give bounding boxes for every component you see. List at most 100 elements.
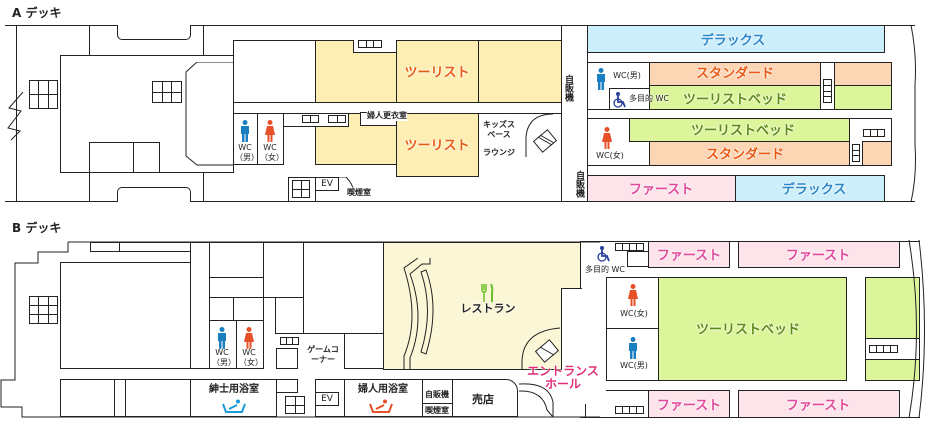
man-icon <box>597 68 605 90</box>
tourist-label: ツーリスト <box>404 138 470 154</box>
deluxe-room[interactable] <box>735 175 885 202</box>
room <box>263 242 304 298</box>
tourist-bed-room[interactable] <box>658 277 847 381</box>
bevel-room <box>185 62 233 166</box>
ev-label: EV <box>321 394 333 404</box>
lockers <box>615 243 644 251</box>
bow-outline <box>910 25 916 202</box>
tourist-room-lower[interactable] <box>396 113 479 177</box>
tourist-bed-room[interactable] <box>629 118 850 142</box>
man-icon <box>241 120 249 142</box>
smoking-room-label: 喫煙室 <box>347 188 371 197</box>
hull-line <box>5 25 915 26</box>
room <box>89 142 134 173</box>
room <box>133 142 160 173</box>
first-class-room[interactable] <box>738 390 900 418</box>
lockers <box>280 337 299 345</box>
wc-women-label: WC(女) <box>620 309 648 318</box>
lockers <box>358 40 382 48</box>
womens-bath[interactable] <box>344 379 423 417</box>
room <box>233 297 264 321</box>
room <box>303 242 387 334</box>
bath-icon <box>222 399 246 413</box>
deck-a-title: A デッキ <box>12 6 62 20</box>
elevator[interactable] <box>315 177 339 191</box>
wc-women-label: WC（女） <box>239 348 263 367</box>
womens-bath-label: 婦人用浴室 <box>358 384 408 395</box>
stairs <box>292 180 310 198</box>
wc-women-label: WC（女） <box>260 143 284 162</box>
tourist-bed-room[interactable] <box>649 85 821 110</box>
zigzag-break <box>7 92 24 141</box>
wc-men-label: WC(男) <box>620 361 648 370</box>
vending-smoking <box>422 379 453 417</box>
lounge-label: ラウンジ <box>483 148 515 157</box>
vending-machine-label: 自販機 <box>563 74 573 102</box>
room <box>275 297 304 334</box>
man-icon <box>218 327 226 349</box>
elevator[interactable] <box>315 392 339 406</box>
woman-icon <box>602 127 612 149</box>
wall <box>16 25 17 201</box>
kids-space-label: キッズスペース <box>483 120 515 139</box>
woman-icon <box>244 327 254 349</box>
room <box>344 333 384 369</box>
wc-men-label: WC（男） <box>212 348 236 367</box>
hull-line <box>5 201 915 202</box>
wc-women-label: WC(女) <box>596 151 624 160</box>
bow-outline <box>908 240 925 419</box>
room <box>90 242 191 252</box>
room <box>114 379 126 417</box>
first-class-room[interactable] <box>648 241 730 268</box>
shop[interactable] <box>452 379 518 417</box>
escalator-icon <box>518 383 561 418</box>
tourist-bed-room[interactable] <box>865 277 920 381</box>
multi-wc-label: 多目的 WC <box>584 265 626 274</box>
standard-room[interactable] <box>649 62 821 86</box>
tourist-label: ツーリスト <box>404 65 470 81</box>
standard-room[interactable] <box>649 141 850 166</box>
lockers <box>852 144 860 162</box>
standard-label: スタンダード <box>705 147 785 163</box>
stairs <box>29 296 58 324</box>
lockers <box>302 115 319 123</box>
restaurant-label: レストラン <box>460 302 516 315</box>
restaurant-counter <box>403 258 434 370</box>
wc-block <box>233 113 284 165</box>
wc-men-label: WC（男） <box>235 143 259 162</box>
lockers <box>328 115 346 123</box>
smoking-room-label: 喫煙室 <box>425 406 449 415</box>
first-label: ファースト <box>656 398 722 414</box>
man-icon <box>629 337 637 359</box>
room <box>209 242 264 278</box>
first-label: ファースト <box>785 248 851 264</box>
wheelchair-icon <box>597 246 610 262</box>
mens-bath[interactable] <box>190 379 277 417</box>
first-label: ファースト <box>785 398 851 414</box>
first-class-room[interactable] <box>648 390 730 418</box>
tourist-bed-label: ツーリストベッド <box>690 123 796 139</box>
woman-icon <box>628 284 638 306</box>
lockers <box>615 406 644 414</box>
vending-machine-label: 自販機 <box>425 390 449 399</box>
room <box>627 251 649 267</box>
fork-knife-icon <box>481 284 494 302</box>
room <box>276 348 298 369</box>
womens-changing-label: 婦人更衣室 <box>367 111 407 121</box>
standard-room[interactable] <box>834 62 892 86</box>
wall <box>561 288 582 370</box>
standard-room[interactable] <box>862 141 892 166</box>
standard-label: スタンダード <box>695 66 775 82</box>
first-label: ファースト <box>628 182 694 198</box>
room <box>209 277 264 298</box>
room <box>117 187 191 202</box>
stairs <box>29 80 58 109</box>
deck-b-title: B デッキ <box>12 221 62 235</box>
corridor <box>190 242 210 369</box>
deluxe-room[interactable] <box>587 25 885 53</box>
stairs <box>152 81 182 103</box>
tourist-bed-room[interactable] <box>834 85 892 110</box>
first-label: ファースト <box>656 248 722 264</box>
room <box>209 297 234 321</box>
tourist-bed-label: ツーリストベッド <box>682 92 788 108</box>
